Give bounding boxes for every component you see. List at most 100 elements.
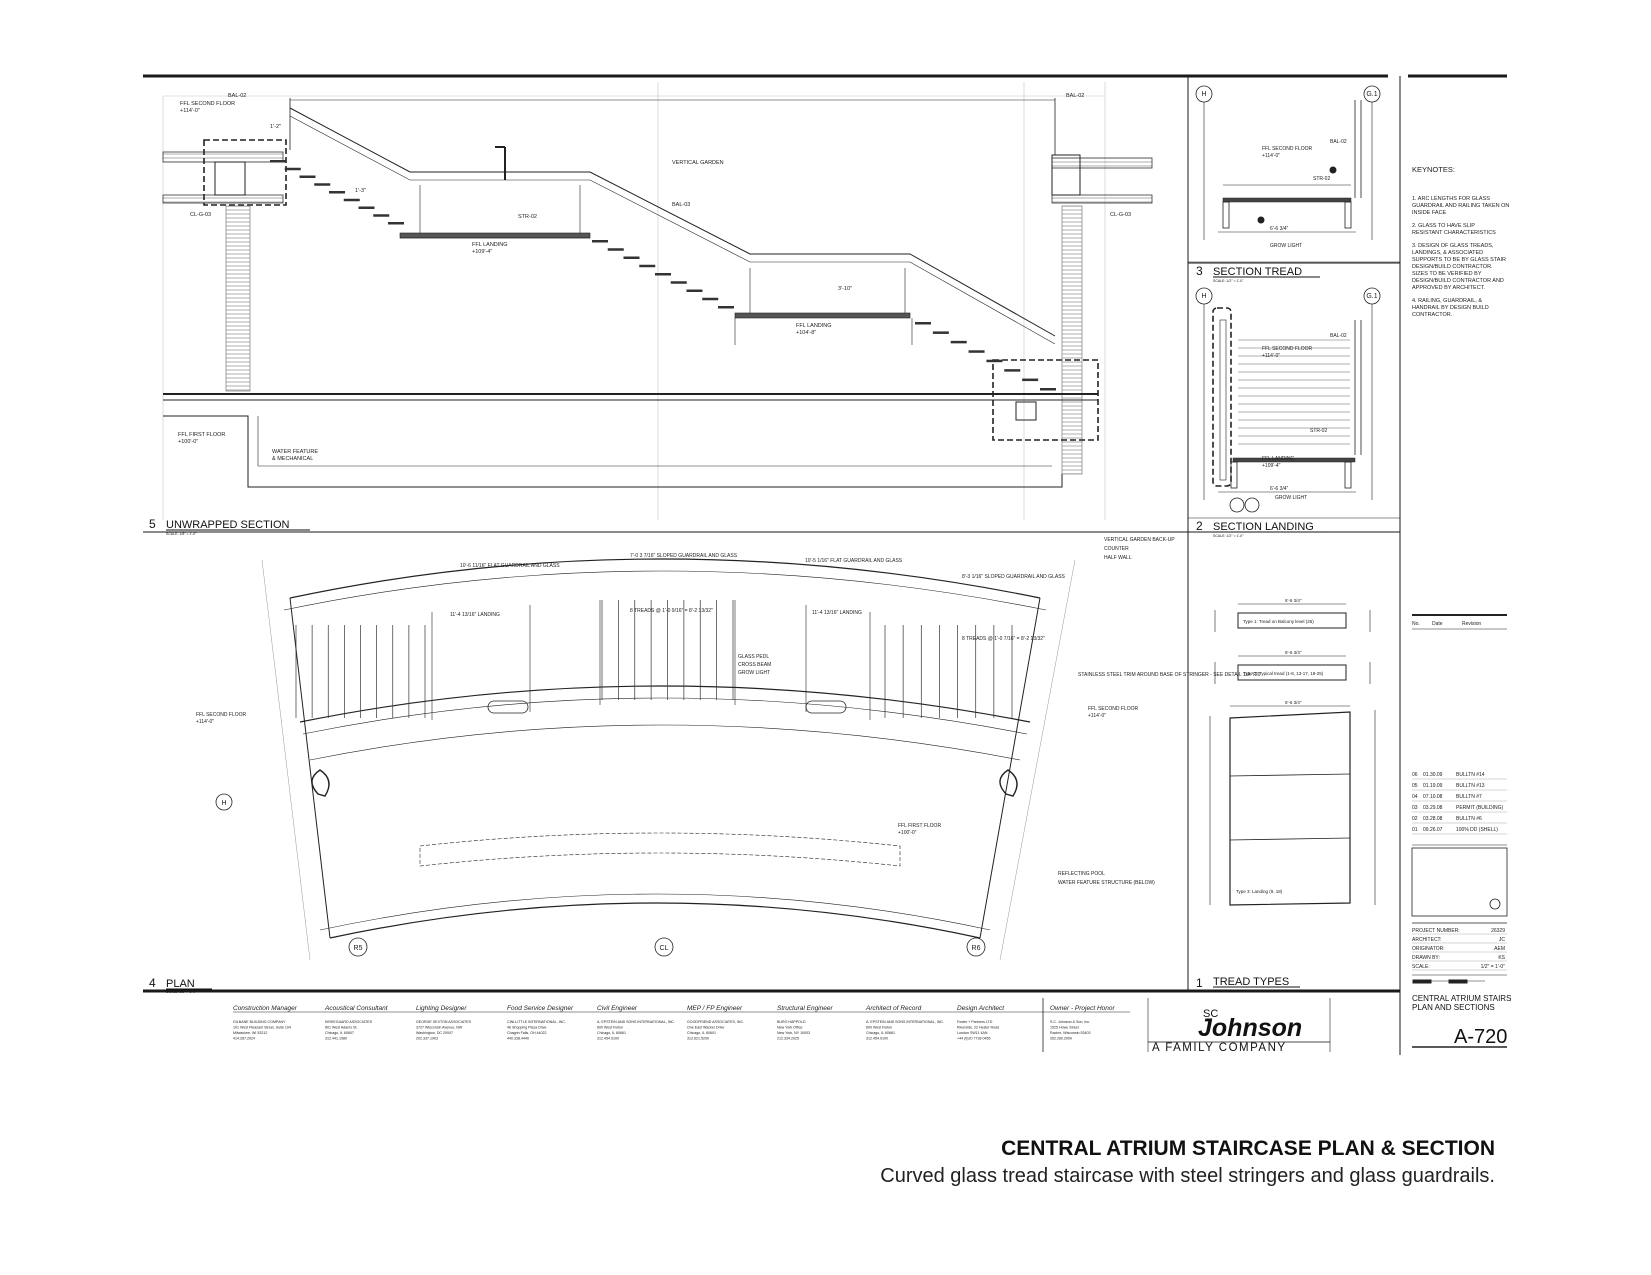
bal-tag-right: BAL-02: [1066, 93, 1084, 99]
revision-cell: 100% DD (SHELL): [1456, 827, 1498, 833]
plan-dim-treads-2: 8 TREADS @ 1'-0 7/16" = 8'-2 13/32": [962, 636, 1045, 642]
plan-dim-landing-1: 11'-4 13/16" LANDING: [450, 612, 500, 618]
project-info-label: SCALE:: [1412, 964, 1430, 970]
revision-cell: BULLTN #7: [1456, 794, 1482, 800]
consultant-role: Food Service Designer: [507, 1005, 574, 1012]
consultant-line: Chicago, IL 60601: [687, 1031, 716, 1035]
section3-grid-g1: G.1: [1366, 91, 1377, 98]
revision-cell: 06: [1412, 772, 1418, 778]
consultant-line: KIRKEGAARD ASSOCIATES: [325, 1020, 373, 1024]
ffl-first-floor: FFL FIRST FLOOR: [178, 432, 225, 438]
section5-scale: SCALE: 1/8" = 1'-0": [166, 532, 197, 536]
plan-ffl-second-right-elev: +114'-0": [1088, 713, 1106, 719]
consultant-role: Design Architect: [957, 1005, 1005, 1012]
section-tread-drawing: [1195, 85, 1381, 240]
revision-cell: 01.30.09: [1423, 772, 1443, 778]
plan-ffl-second-left-elev: +114'-0": [196, 719, 214, 725]
revision-table: No. Date Revision: [1412, 621, 1481, 627]
callout-half-wall: HALF WALL: [1104, 555, 1132, 561]
section5-tread: [986, 359, 1003, 363]
ffl-landing-2-elev: +104'-8": [796, 330, 816, 336]
section3-labels: H G.1 FFL SECOND FLOOR +114'-0" BAL-02 S…: [1201, 91, 1377, 249]
consultant-role: Civil Engineer: [597, 1005, 638, 1012]
consultant-line: S.C. Johnson & Son, Inc.: [1050, 1020, 1090, 1024]
revision-cell: 01: [1412, 827, 1418, 833]
water-feature-label-2: & MECHANICAL: [272, 456, 313, 462]
consultant-line: 440.338.4440: [507, 1037, 529, 1041]
section5-tread: [270, 160, 286, 163]
keynote-line-2: RESISTANT CHARACTERISTICS: [1412, 230, 1496, 236]
section-landing-steps: [1238, 339, 1350, 445]
keynotes-heading: KEYNOTES:: [1412, 165, 1455, 174]
section5-tread: [702, 297, 719, 301]
ffl-landing-2: FFL LANDING: [796, 323, 832, 329]
consultant-line: 1525 Howe Street: [1050, 1026, 1079, 1030]
section2-grid-g1: G.1: [1366, 293, 1377, 300]
project-info: PROJECT NUMBER:26329ARCHITECT:JCORIGINAT…: [1412, 928, 1507, 971]
section3-bal-tag: BAL-02: [1330, 139, 1347, 145]
consultant-line: 46 Shopping Plaza Drive: [507, 1026, 547, 1030]
tread-dim-2: 6'-6 3/4": [1285, 650, 1302, 655]
section3-number: 3: [1196, 264, 1203, 278]
callout-cross-beam: CROSS BEAM: [738, 662, 771, 668]
section2-ffl-top-elev: +114'-0": [1262, 353, 1280, 359]
consultant-line: London SW11 4AN: [957, 1031, 988, 1035]
consultant-line: CINI-LITTLE INTERNATIONAL, INC.: [507, 1020, 566, 1024]
consultant-line: 212.334.2025: [777, 1037, 799, 1041]
vertical-garden-label: VERTICAL GARDEN: [672, 160, 724, 166]
unwrapped-section-drawing: [162, 98, 1153, 488]
plan-treads: [295, 600, 1013, 718]
ffl-second-floor-left-elev: +114'-0": [180, 108, 200, 114]
grid-tag-right: CL-G-03: [1110, 212, 1131, 218]
section2-str-tag: STR-02: [1310, 428, 1327, 434]
consultant-line: GOODFRIEND ASSOCIATES, INC.: [687, 1020, 744, 1024]
callout-water-feature-structure: WATER FEATURE STRUCTURE (BELOW): [1058, 880, 1155, 886]
water-feature-label: WATER FEATURE: [272, 449, 318, 455]
project-info-value: KS: [1498, 955, 1505, 961]
caption-title: CENTRAL ATRIUM STAIRCASE PLAN & SECTION: [1001, 1137, 1495, 1160]
section5-tread: [314, 183, 331, 186]
plan-dim-top-1: 10'-6 11/16" FLAT GUARDRAIL AND GLASS: [460, 563, 560, 569]
section5-tread: [607, 248, 624, 251]
consultant-line: 414.287.2024: [233, 1037, 255, 1041]
consultant-line: Chagrin Falls, OH 44022: [507, 1031, 547, 1035]
section5-labels: FFL SECOND FLOOR +114'-0" FFL LANDING +1…: [178, 93, 1131, 462]
consultant-line: 262.260.2000: [1050, 1037, 1072, 1041]
consultant-role: Lighting Designer: [416, 1005, 467, 1012]
keynote-line-4: CONTRACTOR.: [1412, 312, 1453, 318]
revision-cell: 03.29.08: [1423, 805, 1443, 811]
consultant-line: 3727 Wisconsin Avenue, NW: [416, 1026, 463, 1030]
plan-ffl-first: FFL FIRST FLOOR: [898, 823, 941, 829]
consultant-line: BURO HAPPOLD: [777, 1020, 806, 1024]
section5-tread: [299, 175, 316, 178]
consultant-line: GEORGE SEXTON ASSOCIATES: [416, 1020, 472, 1024]
section5-tread: [373, 214, 390, 217]
logo-sc: SC: [1203, 1008, 1218, 1020]
section5-tread: [623, 256, 640, 259]
revision-cell: 03.28.08: [1423, 816, 1443, 822]
revision-cell: 05: [1412, 783, 1418, 789]
consultant-role: Owner - Project Honor: [1050, 1005, 1115, 1012]
consultant-line: New York, NY 10003: [777, 1031, 810, 1035]
consultant-line: A. EPSTEIN AND SONS INTERNATIONAL, INC.: [866, 1020, 944, 1024]
plan-drawing: [261, 558, 1076, 961]
keynote-line-3: 3. DESIGN OF GLASS TREADS,: [1412, 243, 1494, 249]
revision-header-revision: Revision: [1462, 621, 1481, 627]
ffl-landing-1-elev: +109'-4": [472, 249, 492, 255]
consultant-line: +44 (0)20 7738 0455: [957, 1037, 990, 1041]
view-titles: 5 UNWRAPPED SECTION SCALE: 1/8" = 1'-0" …: [149, 264, 1314, 994]
tread-type-2: Type 2: Typical tread (1-8, 13-17, 19-25…: [1243, 671, 1324, 676]
consultant-role: Acoustical Consultant: [324, 1005, 389, 1012]
revision-cell: BULLTN #14: [1456, 772, 1485, 778]
callout-grow-light: GROW LIGHT: [738, 670, 770, 676]
title-block-lines: [1411, 614, 1508, 1048]
section3-ffl: FFL SECOND FLOOR: [1262, 146, 1312, 152]
plan-dim-top-4: 8'-3 1/16" SLOPED GUARDRAIL AND GLASS: [962, 574, 1066, 580]
revision-cell: 09.26.07: [1423, 827, 1443, 833]
dim-tag-2: 1'-3": [355, 188, 366, 194]
sheet-number: A-720: [1454, 1026, 1507, 1048]
section3-scale: SCALE: 1/2" = 1'-0": [1213, 279, 1244, 283]
keynote-line-4: HANDRAIL BY DESIGN BUILD: [1412, 305, 1489, 311]
section1-number: 1: [1196, 976, 1203, 990]
